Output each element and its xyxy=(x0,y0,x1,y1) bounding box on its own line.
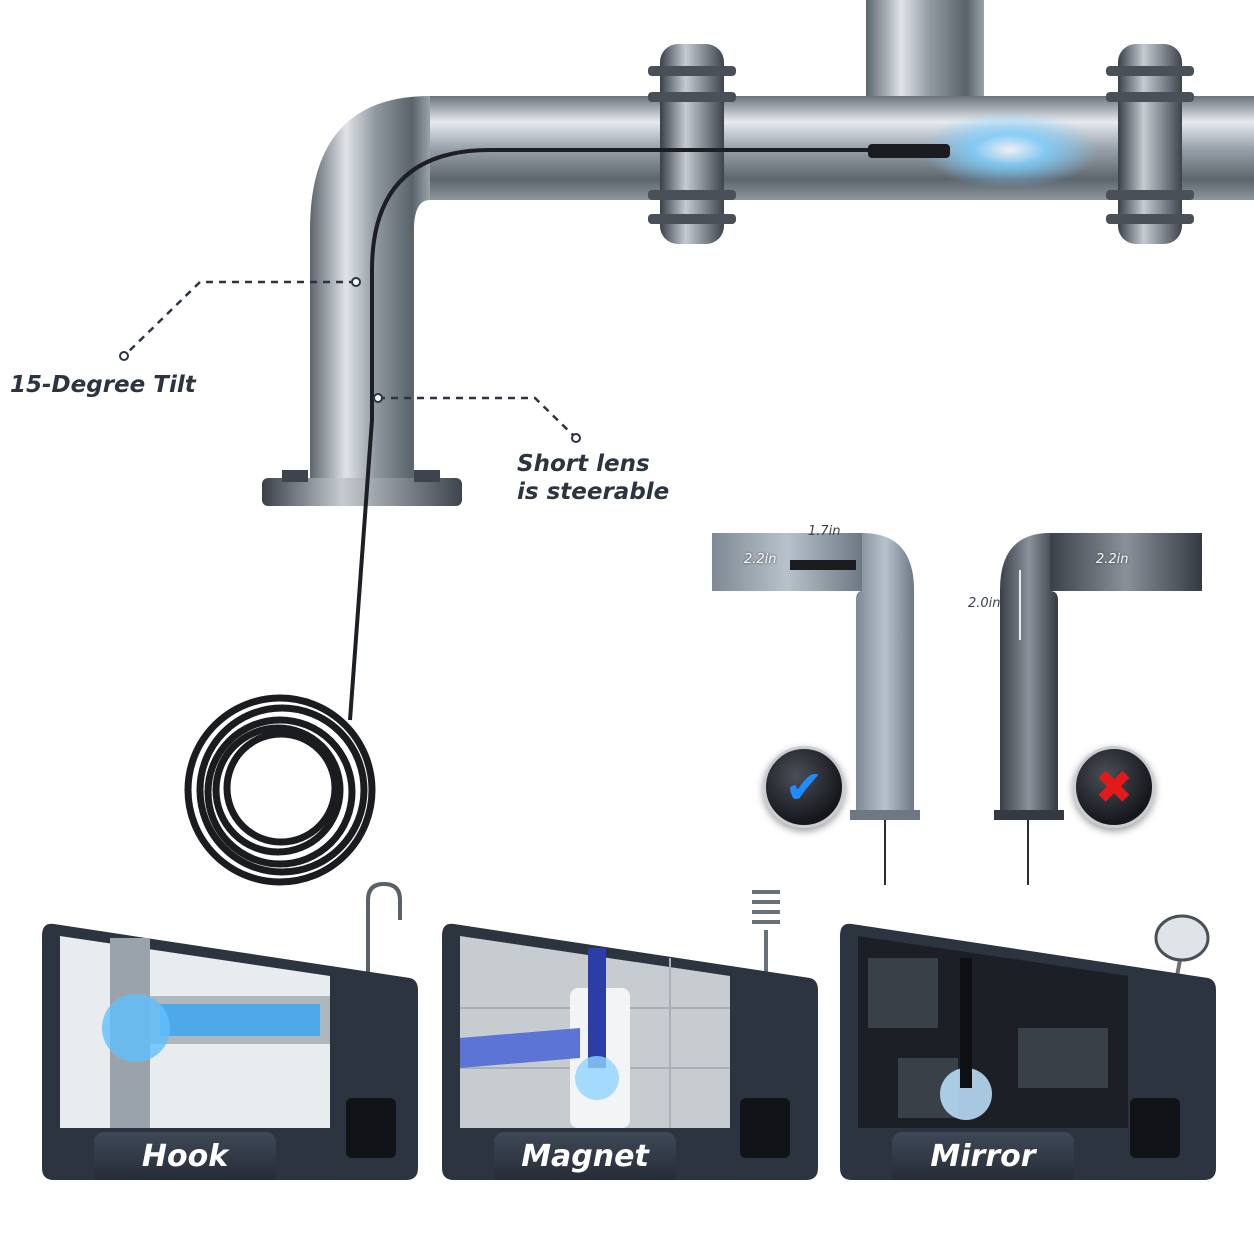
check-icon: ✔ xyxy=(763,746,845,828)
good-diameter-label: 2.2in xyxy=(744,552,777,567)
lens-callout-line1: Short lens xyxy=(517,451,650,477)
hook-label: Hook xyxy=(94,1132,276,1180)
good-width-label: 1.7in xyxy=(808,524,841,539)
accessory-card-hook: Hook xyxy=(40,918,418,1182)
mirror-label: Mirror xyxy=(892,1132,1074,1180)
cross-icon: ✖ xyxy=(1073,746,1155,828)
accessory-card-mirror: Mirror xyxy=(838,918,1216,1182)
accessory-card-magnet: Magnet xyxy=(440,918,818,1182)
lens-callout-line2: is steerable xyxy=(517,479,670,505)
bad-diameter-label: 2.2in xyxy=(1096,552,1129,567)
bad-length-label: 2.0in xyxy=(968,596,1001,611)
lens-callout: Short lens is steerable xyxy=(517,450,669,506)
mirror-scene xyxy=(840,923,1216,1180)
good-fit-pipe xyxy=(712,533,920,885)
magnet-scene xyxy=(442,923,818,1180)
magnet-label: Magnet xyxy=(494,1132,676,1180)
hook-scene xyxy=(42,923,418,1180)
tilt-callout: 15-Degree Tilt xyxy=(10,372,196,398)
hook-tool-icon xyxy=(366,881,402,1110)
bad-fit-pipe xyxy=(994,533,1202,885)
